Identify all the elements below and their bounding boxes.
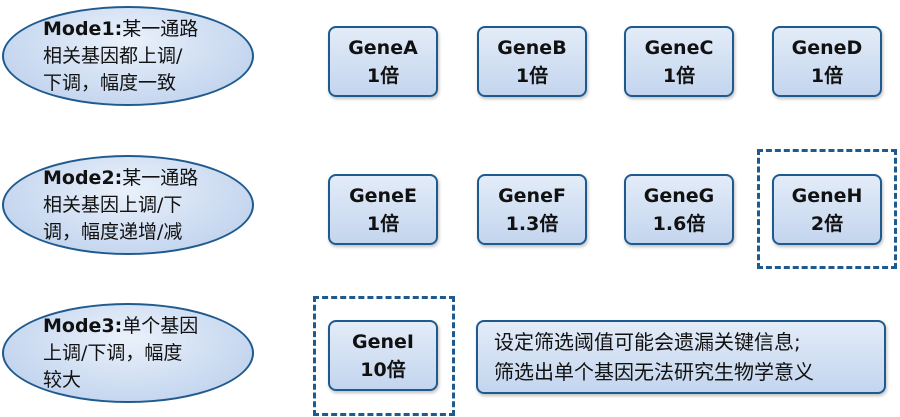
gene-i-fold: 10倍	[360, 358, 406, 381]
gene-box-i: GeneI 10倍	[328, 320, 438, 391]
mode3-line3: 较大	[43, 368, 82, 391]
gene-b-fold: 1倍	[515, 64, 549, 87]
mode1-line2: 相关基因都上调/	[43, 44, 183, 67]
mode3-line1: 单个基因	[122, 314, 199, 337]
mode2-line1: 某一通路	[122, 166, 199, 189]
gene-e-fold: 1倍	[366, 212, 400, 235]
mode2-line3: 调，幅度递增/减	[43, 220, 183, 243]
mode1-name: Mode1:	[43, 17, 123, 40]
gene-box-g: GeneG 1.6倍	[624, 174, 734, 245]
gene-box-e: GeneE 1倍	[328, 174, 438, 245]
gene-c-fold: 1倍	[662, 64, 696, 87]
genei-highlight-frame	[313, 296, 455, 416]
gene-d-fold: 1倍	[810, 64, 844, 87]
gene-a-name: GeneA	[348, 36, 418, 59]
gene-g-name: GeneG	[643, 184, 715, 207]
note-line1: 设定筛选阈值可能会遗漏关键信息;	[494, 330, 801, 354]
gene-box-d: GeneD 1倍	[772, 26, 882, 97]
mode2-name: Mode2:	[43, 166, 123, 189]
gene-box-a: GeneA 1倍	[328, 26, 438, 97]
note-line2: 筛选出单个基因无法研究生物学意义	[494, 360, 814, 384]
mode2-oval: Mode2:某一通路 相关基因上调/下 调，幅度递增/减	[2, 155, 254, 255]
gene-box-c: GeneC 1倍	[624, 26, 734, 97]
geneh-highlight-frame	[757, 149, 897, 269]
gene-box-f: GeneF 1.3倍	[477, 174, 587, 245]
gene-box-b: GeneB 1倍	[477, 26, 587, 97]
mode3-oval: Mode3:单个基因 上调/下调，幅度 较大	[2, 303, 254, 403]
gene-f-name: GeneF	[498, 184, 566, 207]
gene-a-fold: 1倍	[366, 64, 400, 87]
gene-h-name: GeneH	[791, 184, 863, 207]
mode1-oval: Mode1:某一通路 相关基因都上调/ 下调，幅度一致	[2, 6, 254, 106]
mode3-name: Mode3:	[43, 314, 123, 337]
gene-e-name: GeneE	[349, 184, 417, 207]
mode2-line2: 相关基因上调/下	[43, 193, 183, 216]
gene-f-fold: 1.3倍	[505, 212, 559, 235]
mode1-line3: 下调，幅度一致	[43, 71, 177, 94]
threshold-note-box: 设定筛选阈值可能会遗漏关键信息; 筛选出单个基因无法研究生物学意义	[476, 320, 886, 394]
gene-h-fold: 2倍	[810, 212, 844, 235]
gene-i-name: GeneI	[352, 330, 414, 353]
mode3-line2: 上调/下调，幅度	[43, 341, 183, 364]
gene-box-h: GeneH 2倍	[772, 174, 882, 245]
mode1-line1: 某一通路	[122, 17, 199, 40]
gene-g-fold: 1.6倍	[652, 212, 706, 235]
gene-d-name: GeneD	[791, 36, 863, 59]
gene-c-name: GeneC	[644, 36, 714, 59]
gene-b-name: GeneB	[497, 36, 567, 59]
